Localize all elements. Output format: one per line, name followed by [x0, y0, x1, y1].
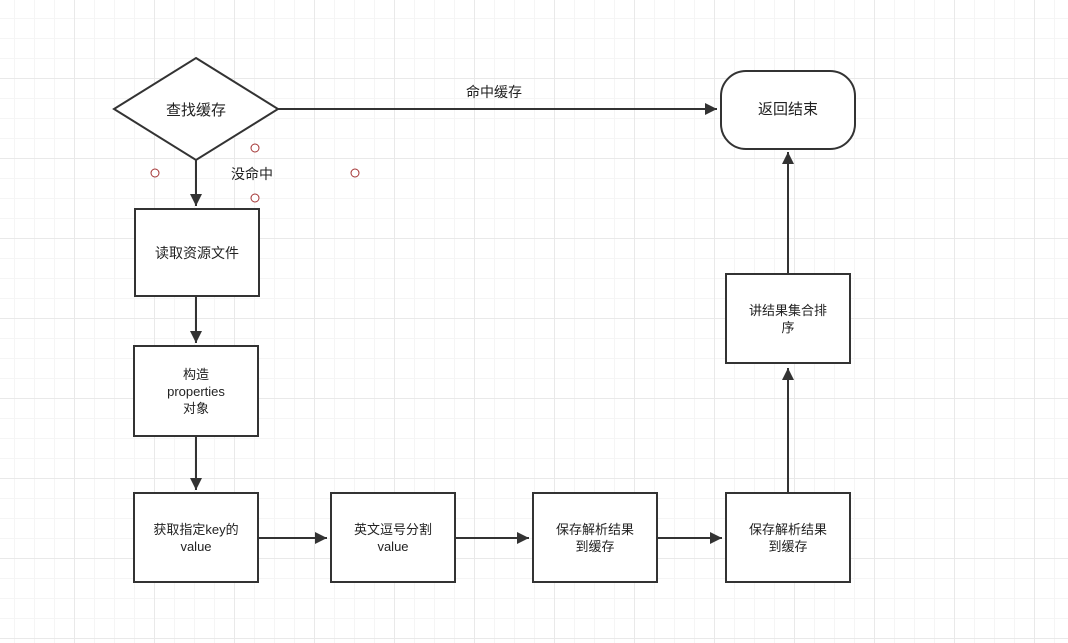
- node-read-resource[interactable]: 读取资源文件: [134, 208, 260, 297]
- resize-handle[interactable]: [250, 143, 260, 153]
- node-return-end[interactable]: 返回结束: [720, 70, 856, 150]
- node-split-comma[interactable]: 英文逗号分割 value: [330, 492, 456, 583]
- edge-label-hit: 命中缓存: [466, 84, 522, 100]
- resize-handle[interactable]: [150, 168, 160, 178]
- node-save-cache-2[interactable]: 保存解析结果 到缓存: [725, 492, 851, 583]
- edge-label-miss[interactable]: 没命中: [231, 166, 273, 182]
- resize-handle[interactable]: [350, 168, 360, 178]
- resize-handle[interactable]: [250, 193, 260, 203]
- node-get-value[interactable]: 获取指定key的 value: [133, 492, 259, 583]
- node-sort-results[interactable]: 讲结果集合排 序: [725, 273, 851, 364]
- node-save-cache-1[interactable]: 保存解析结果 到缓存: [532, 492, 658, 583]
- node-build-properties[interactable]: 构造 properties 对象: [133, 345, 259, 437]
